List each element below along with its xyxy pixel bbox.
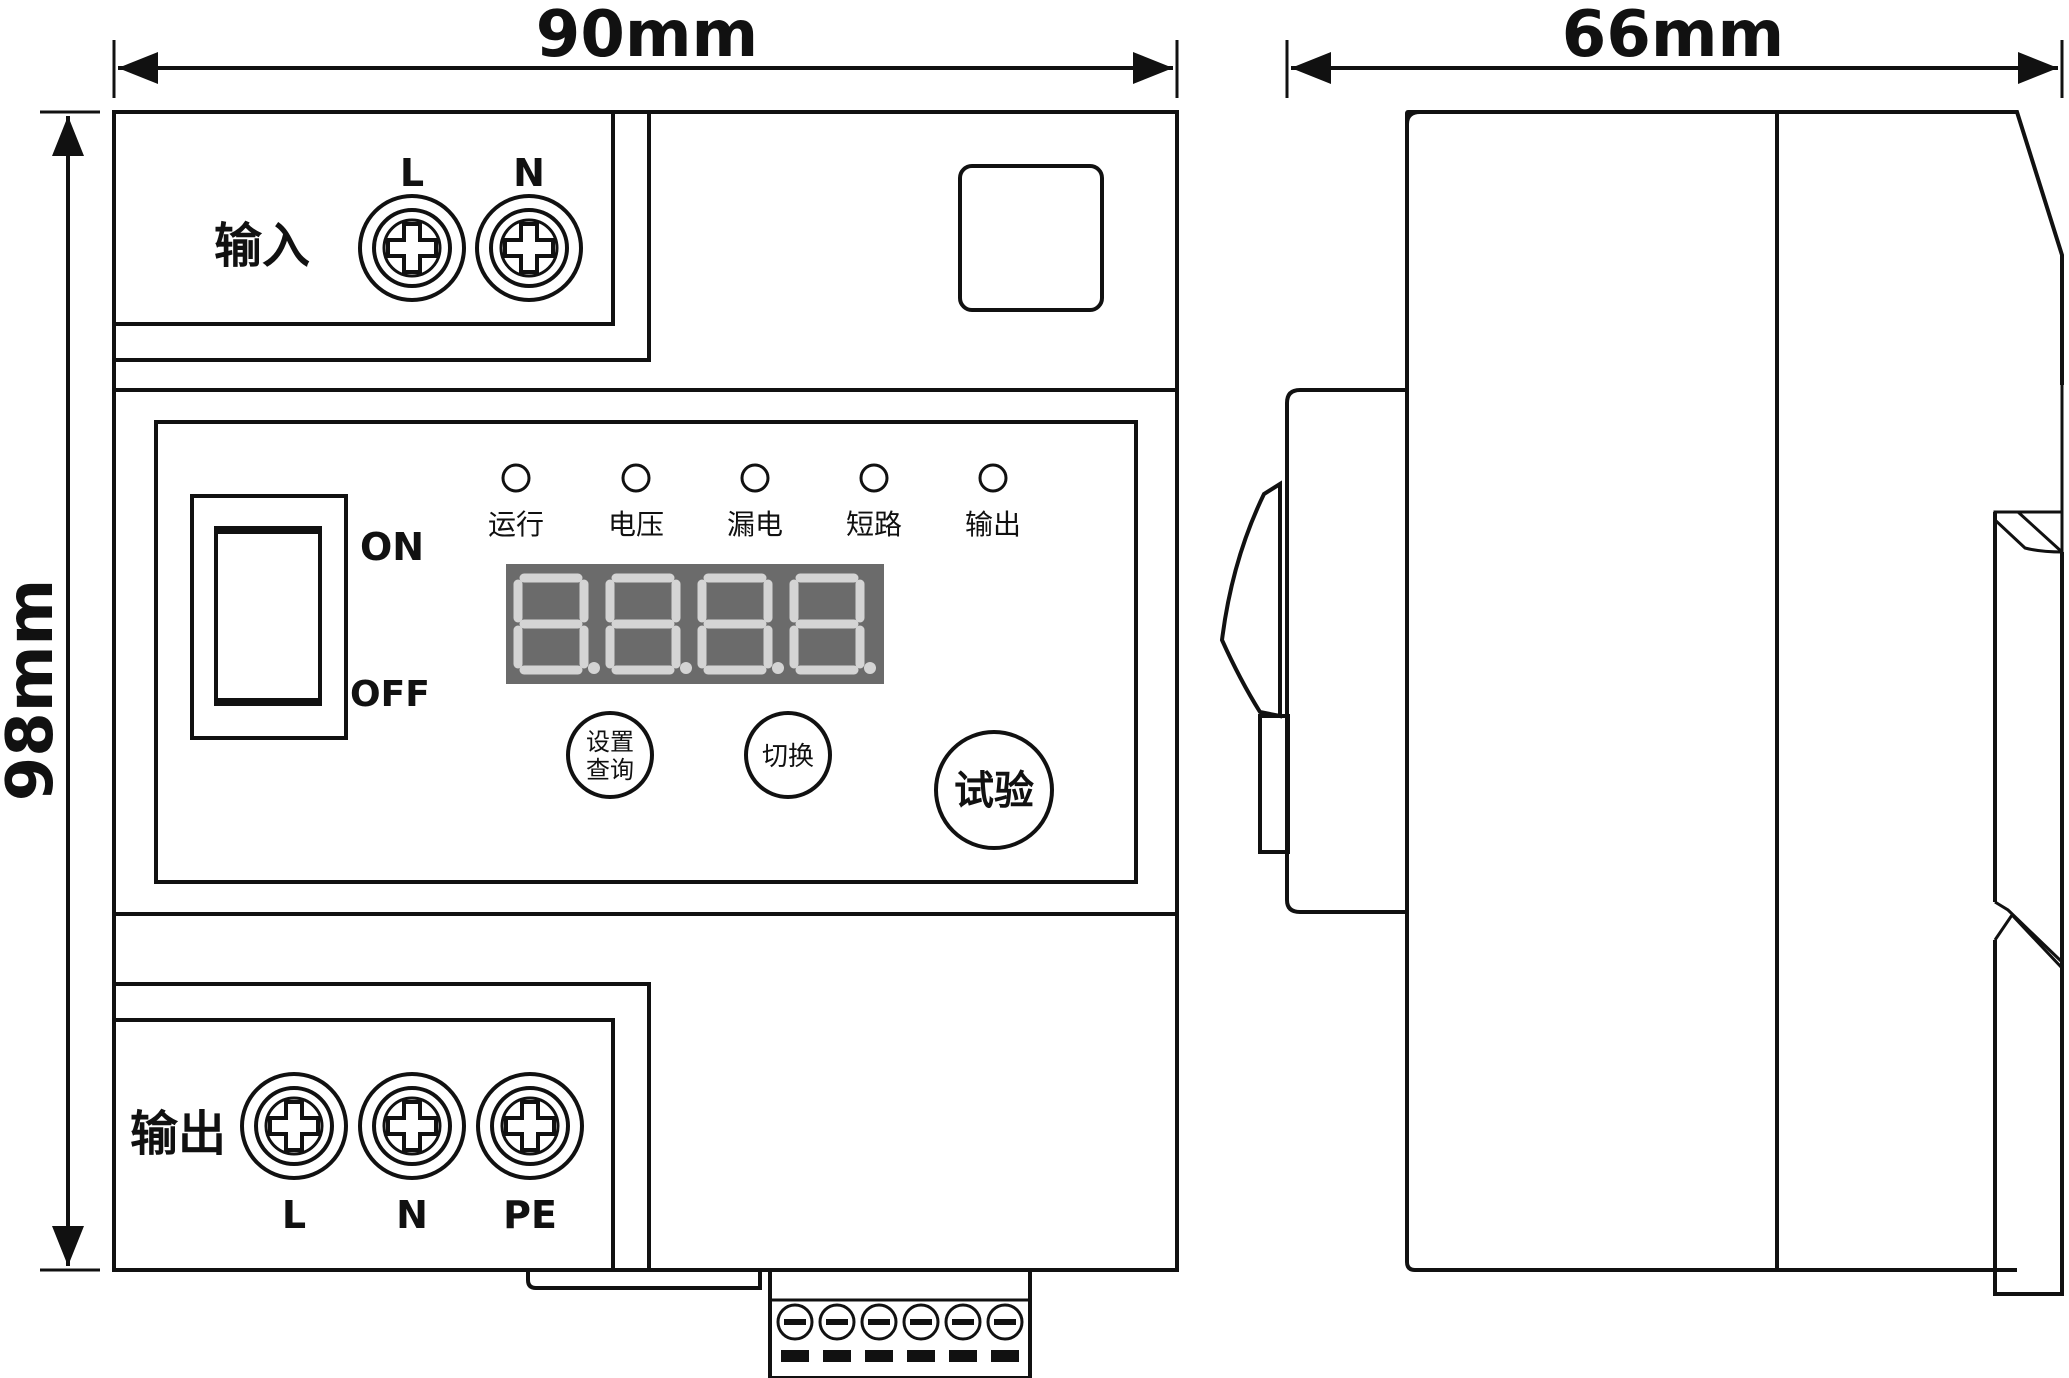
indicator-label-output: 输出: [965, 509, 1021, 540]
connector-screws: [776, 1303, 1024, 1362]
output-n-label: N: [396, 1193, 428, 1237]
display-digits: [513, 573, 876, 675]
input-label: 输入: [214, 218, 310, 274]
control-panel: ON OFF 运行 电压 漏电 短路 输出: [114, 420, 1177, 916]
output-label: 输出: [130, 1106, 226, 1162]
input-terminal-block: 输入 L N: [112, 110, 1177, 392]
switch-on-label: ON: [360, 525, 424, 569]
connector-screw-icon[interactable]: [860, 1303, 898, 1341]
dimension-66mm-label: 66mm: [1562, 0, 1784, 72]
indicator-label-voltage: 电压: [608, 509, 664, 540]
indicator-label-leakage: 漏电: [727, 509, 783, 540]
decimal-point: [588, 662, 600, 674]
output-pe-screw-icon[interactable]: [476, 1072, 584, 1180]
connector-pin: [865, 1350, 893, 1362]
output-pe-label: PE: [503, 1193, 557, 1237]
label-window: [958, 164, 1104, 312]
decimal-point: [864, 662, 876, 674]
seven-segment-display: [506, 564, 884, 684]
display-digit: [605, 573, 692, 675]
output-l-label: L: [282, 1193, 306, 1237]
indicator-label-run: 运行: [488, 509, 544, 540]
dimension-90mm: 90mm: [112, 0, 1179, 98]
side-switch-lever: [1219, 480, 1282, 719]
test-label: 试验: [954, 769, 1034, 813]
indicator-led-output: [978, 463, 1008, 493]
connector-pin: [907, 1350, 935, 1362]
display-digit: [697, 573, 784, 675]
set-query-label-1: 设置: [586, 729, 634, 756]
connector-pin: [781, 1350, 809, 1362]
connector-screw-icon[interactable]: [986, 1303, 1024, 1341]
display-digit: [513, 573, 600, 675]
decimal-point: [680, 662, 692, 674]
output-n-screw-icon[interactable]: [358, 1072, 466, 1180]
switch-mode-label: 切换: [762, 741, 814, 771]
set-query-label-2: 查询: [586, 757, 634, 784]
bottom-connector: [768, 1268, 1032, 1378]
input-n-screw-icon[interactable]: [475, 194, 583, 302]
switch-mode-button[interactable]: 切换: [744, 711, 832, 799]
dimension-66mm: 66mm: [1285, 0, 2064, 98]
switch-off-label: OFF: [350, 674, 430, 715]
connector-screw-icon[interactable]: [944, 1303, 982, 1341]
indicator-led-short: [859, 463, 889, 493]
indicator-label-short: 短路: [846, 509, 902, 540]
indicator-row: 运行 电压 漏电 短路 输出: [488, 463, 1021, 540]
connector-screw-icon[interactable]: [902, 1303, 940, 1341]
test-button[interactable]: 试验: [934, 730, 1054, 850]
connector-screw-icon[interactable]: [776, 1303, 814, 1341]
output-terminal-block: 输出 L N PE: [112, 982, 651, 1272]
dimension-90mm-label: 90mm: [536, 0, 758, 72]
connector-pin: [949, 1350, 977, 1362]
indicator-led-voltage: [621, 463, 651, 493]
connector-pin: [823, 1350, 851, 1362]
front-view: 输入 L N: [112, 110, 1179, 1378]
decimal-point: [772, 662, 784, 674]
input-l-screw-icon[interactable]: [358, 194, 466, 302]
display-digit: [789, 573, 876, 675]
indicator-led-leakage: [740, 463, 770, 493]
side-view: [1219, 110, 2064, 1296]
dimension-98mm-label: 98mm: [0, 579, 68, 801]
indicator-led-run: [501, 463, 531, 493]
input-n-label: N: [513, 151, 545, 195]
power-switch[interactable]: [190, 494, 348, 740]
connector-screw-icon[interactable]: [818, 1303, 856, 1341]
output-l-screw-icon[interactable]: [240, 1072, 348, 1180]
input-l-label: L: [400, 151, 424, 195]
connector-pin: [991, 1350, 1019, 1362]
bottom-tab: [526, 1270, 762, 1290]
set-query-button[interactable]: 设置 查询: [566, 711, 654, 799]
dimension-98mm: 98mm: [0, 110, 100, 1272]
